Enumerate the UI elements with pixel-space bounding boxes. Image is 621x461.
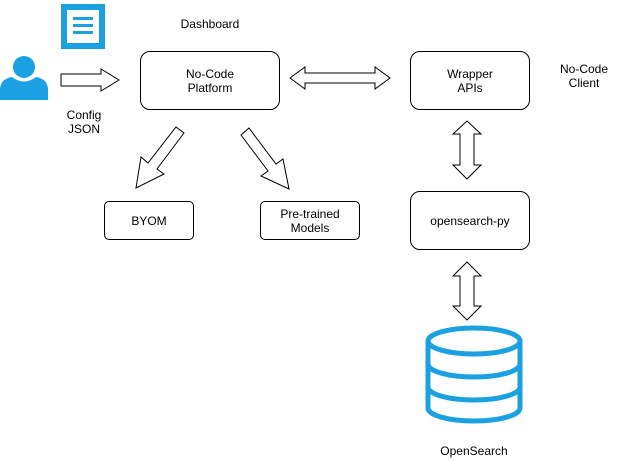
arrow-platform-wrapper <box>289 66 391 90</box>
opensearch-py-box: opensearch-py <box>410 191 530 250</box>
user-icon <box>0 56 48 100</box>
wrapper-apis-label: Wrapper APIs <box>447 66 493 95</box>
wrapper-apis-box: Wrapper APIs <box>410 51 530 110</box>
arrow-platform-to-byom <box>135 126 185 189</box>
database-icon <box>425 325 523 424</box>
no-code-platform-box: No-Code Platform <box>140 51 280 110</box>
arrow-config-to-platform <box>60 68 120 92</box>
no-code-client-label-line1: No-Code <box>559 62 609 76</box>
opensearch-py-label: opensearch-py <box>430 213 510 228</box>
json-label: JSON <box>67 122 100 136</box>
no-code-client-label-line2: Client <box>568 76 600 90</box>
byom-box: BYOM <box>104 201 194 240</box>
arrow-opensearchpy-opensearch <box>451 261 483 321</box>
opensearch-label: OpenSearch <box>440 444 508 458</box>
dashboard-label: Dashboard <box>180 17 240 31</box>
arrow-wrapper-opensearchpy <box>451 120 483 180</box>
no-code-platform-label: No-Code Platform <box>185 66 235 95</box>
arrow-platform-to-pretrained <box>240 127 290 190</box>
pretrained-models-label: Pre-trained Models <box>280 206 340 235</box>
config-label: Config <box>66 108 102 122</box>
document-icon <box>61 4 105 49</box>
byom-label: BYOM <box>131 213 167 228</box>
pretrained-models-box: Pre-trained Models <box>260 201 360 240</box>
